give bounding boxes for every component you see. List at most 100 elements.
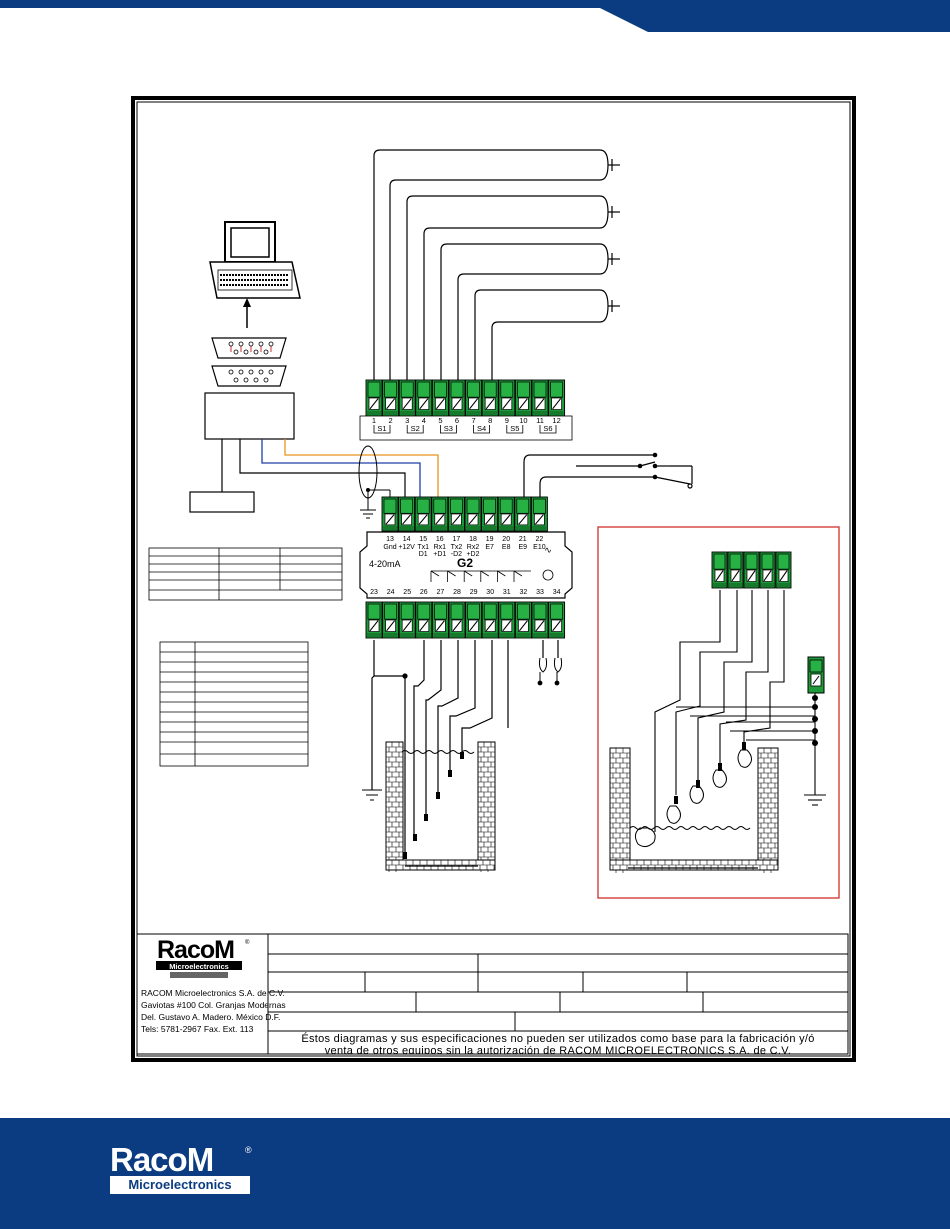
- company-phone: Tels: 5781-2967 Fax. Ext. 113: [141, 1024, 254, 1034]
- ac-symbol: ∿: [544, 545, 552, 555]
- terminal-number: 8: [488, 416, 492, 425]
- company-name: RACOM Microelectronics S.A. de C.V.: [141, 988, 285, 998]
- module-terminal-number: 31: [503, 589, 511, 596]
- float-bulbs: [634, 749, 752, 848]
- terminal-single: [807, 656, 825, 694]
- screw-terminal: [465, 379, 483, 417]
- water-tank-right: [609, 747, 779, 873]
- module-terminal-number: 21: [519, 536, 527, 543]
- module-terminal-number: 33: [536, 589, 544, 596]
- terminal-number: 12: [552, 416, 560, 425]
- module-terminal-label: Tx1: [417, 544, 429, 551]
- terminal-number: 1: [372, 416, 376, 425]
- module-terminal-label: Tx2: [451, 544, 463, 551]
- converter-box: [204, 392, 295, 440]
- module-terminal-number: 14: [403, 536, 411, 543]
- disclaimer-line-2: venta de otros equipos sin la autorizaci…: [324, 1045, 792, 1054]
- screw-terminal: [447, 496, 465, 532]
- water-tank-left: [385, 741, 496, 872]
- module-terminal-number: 13: [386, 536, 394, 543]
- svg-text:®: ®: [245, 939, 250, 946]
- module-terminal-label: Gnd: [383, 544, 396, 551]
- power-supply-box: [189, 491, 255, 513]
- module-terminal-number: 16: [436, 536, 444, 543]
- module-terminal-number: 25: [403, 589, 411, 596]
- module-terminal-number: 26: [420, 589, 428, 596]
- spec-table-1: [148, 547, 343, 601]
- drawing-frame: [131, 96, 856, 1062]
- screw-terminal: [365, 379, 383, 417]
- analog-input-label: 4-20mA: [369, 559, 401, 569]
- module-terminal-label: E8: [502, 544, 511, 551]
- g2-module-body: [359, 531, 573, 599]
- title-block: [136, 933, 849, 1055]
- terminal-strip-relays: [365, 379, 566, 417]
- terminal-strip-module-top: [381, 496, 548, 532]
- screw-terminal: [398, 496, 416, 532]
- module-terminal-label: Rx2: [467, 544, 480, 551]
- screw-terminal: [414, 496, 432, 532]
- relay-group-label: S5: [510, 424, 519, 433]
- screw-terminal: [775, 551, 792, 589]
- terminal-number: 2: [389, 416, 393, 425]
- footer-tagline: Microelectronics: [110, 1176, 250, 1194]
- screw-terminal: [465, 601, 483, 639]
- svg-text:RacoM: RacoM: [157, 936, 234, 964]
- spec-table-2: [159, 641, 309, 767]
- screw-terminal: [481, 496, 499, 532]
- module-terminal-number: 27: [437, 589, 445, 596]
- svg-text:Microelectronics: Microelectronics: [169, 962, 229, 971]
- screw-terminal: [514, 379, 532, 417]
- footer-registered-mark: ®: [245, 1145, 252, 1155]
- module-terminal-number: 18: [469, 536, 477, 543]
- module-terminal-label: E10: [533, 544, 546, 551]
- relay-group-label: S6: [543, 424, 552, 433]
- module-terminal-number: 29: [470, 589, 478, 596]
- disclaimer-line-1: Éstos diagramas y sus especificaciones n…: [301, 1033, 815, 1045]
- screw-terminal: [415, 379, 433, 417]
- db9-female-connector: [211, 365, 287, 387]
- screw-terminal: [448, 601, 466, 639]
- screw-terminal: [382, 601, 400, 639]
- screw-terminal: [497, 496, 515, 532]
- float-switch-wires: [654, 590, 826, 832]
- module-terminal-number: 17: [453, 536, 461, 543]
- screw-terminal: [431, 601, 449, 639]
- relay-group-label: S2: [411, 424, 420, 433]
- computer-icon: [209, 221, 301, 299]
- module-terminal-label: E9: [519, 544, 528, 551]
- module-terminal-sublabel: -D2: [451, 551, 462, 558]
- terminal-number: 5: [438, 416, 442, 425]
- terminal-number: 4: [422, 416, 426, 425]
- module-terminal-number: 15: [419, 536, 427, 543]
- screw-terminal: [464, 496, 482, 532]
- screw-terminal: [514, 601, 532, 639]
- screw-terminal: [743, 551, 760, 589]
- module-terminal-number: 32: [520, 589, 528, 596]
- screw-terminal: [498, 601, 516, 639]
- terminal-number: 10: [519, 416, 527, 425]
- screw-terminal: [498, 379, 516, 417]
- screw-terminal: [365, 601, 383, 639]
- module-terminal-sublabel: +D2: [466, 551, 479, 558]
- screw-terminal: [548, 601, 566, 639]
- screw-terminal: [481, 601, 499, 639]
- terminal-number: 3: [405, 416, 409, 425]
- input-switch-wires: [523, 454, 693, 497]
- module-terminal-number: 30: [486, 589, 494, 596]
- screw-terminal: [481, 379, 499, 417]
- module-terminal-number: 24: [387, 589, 395, 596]
- racom-logo-titleblock: RacoM Microelectronics ®: [156, 936, 250, 978]
- module-title: G2: [457, 556, 473, 570]
- module-terminal-number: 22: [536, 536, 544, 543]
- screw-terminal: [530, 496, 548, 532]
- screw-terminal: [398, 601, 416, 639]
- footer-brand-text: RacoM: [110, 1141, 214, 1178]
- module-terminal-number: 23: [370, 589, 378, 596]
- relay-group-label: S1: [377, 424, 386, 433]
- screw-terminal: [711, 551, 728, 589]
- float-switch-detail-panel: [597, 526, 840, 899]
- screw-terminal: [398, 379, 416, 417]
- module-terminal-label: +12V: [398, 544, 415, 551]
